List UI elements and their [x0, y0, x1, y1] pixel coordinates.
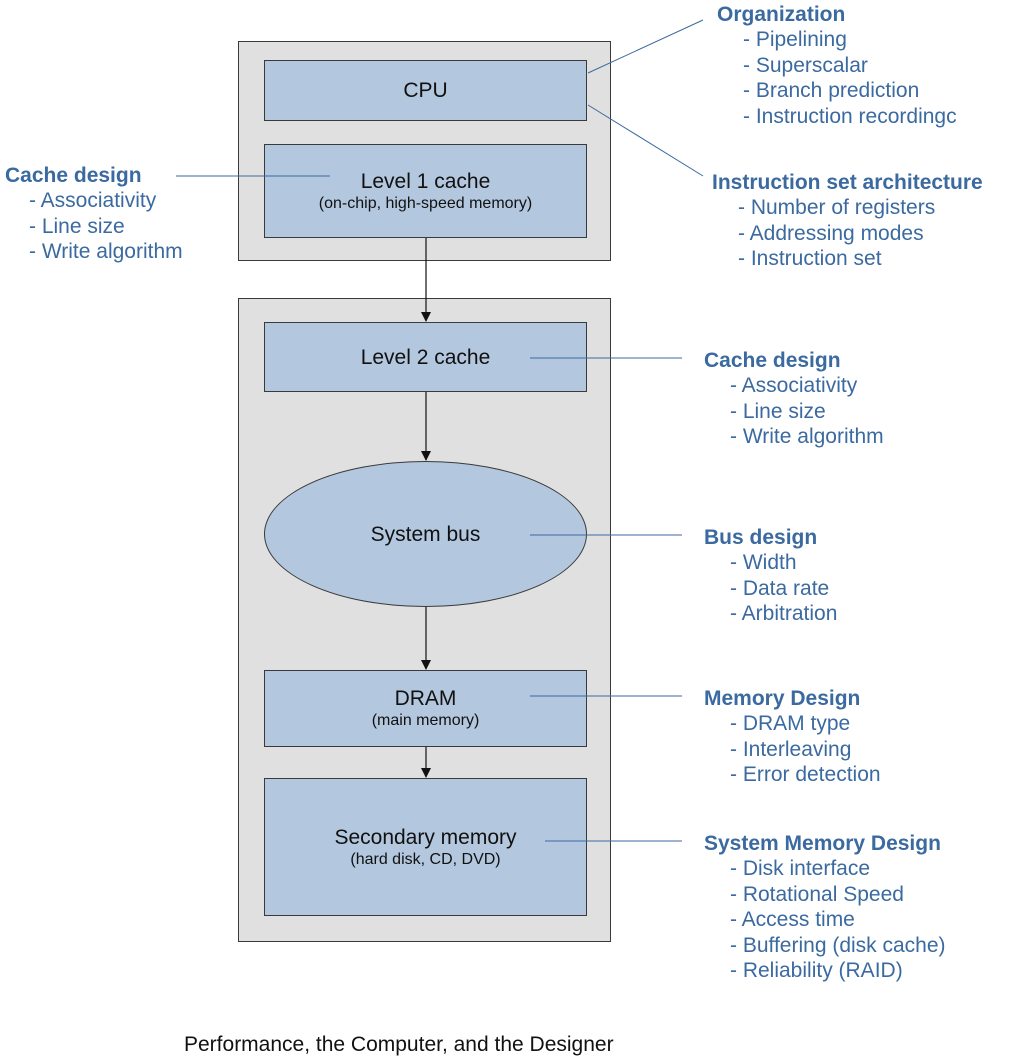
annotation-item: - Interleaving [730, 737, 852, 761]
annotation-memory: Memory Design - DRAM type - Interleaving… [704, 686, 881, 788]
annotation-item: - Disk interface [730, 857, 871, 880]
annotation-organization: Organization - Pipelining - Superscalar … [717, 2, 957, 129]
secondary-memory-label: Secondary memory [334, 825, 517, 849]
annotation-item: - Branch prediction [743, 79, 920, 102]
annotation-item: - Data rate [730, 576, 830, 600]
annotation-item: - Width [730, 551, 797, 574]
secondary-memory-box: Secondary memory (hard disk, CD, DVD) [264, 778, 587, 916]
annotation-item: - Instruction recordingc [743, 104, 957, 128]
dram-label: DRAM [394, 687, 457, 710]
annotation-title: Cache design [704, 349, 841, 372]
annotation-item: - Line size [730, 399, 826, 423]
annotation-item: - Reliability (RAID) [730, 959, 903, 982]
level1-cache-sublabel: (on-chip, high-speed memory) [318, 194, 533, 212]
annotation-item: - Number of registers [738, 196, 936, 219]
annotation-title: Cache design [5, 164, 142, 187]
annotation-bus: Bus design - Width - Data rate - Arbitra… [704, 525, 837, 627]
annotation-item: - Associativity [29, 189, 157, 212]
annotation-system-memory: System Memory Design - Disk interface - … [704, 831, 946, 984]
annotation-item: - Buffering (disk cache) [730, 933, 946, 957]
secondary-memory-sublabel: (hard disk, CD, DVD) [350, 850, 501, 868]
annotation-title: Organization [717, 3, 846, 26]
annotation-item: - Arbitration [730, 602, 838, 625]
level2-cache-label: Level 2 cache [360, 345, 491, 369]
annotation-item: - Error detection [730, 763, 881, 786]
cpu-box: CPU [264, 60, 587, 121]
level1-cache-label: Level 1 cache [360, 169, 491, 193]
annotation-item: - Write algorithm [29, 240, 183, 263]
level2-cache-box: Level 2 cache [264, 322, 587, 392]
annotation-title: Bus design [704, 526, 818, 549]
dram-box: DRAM (main memory) [264, 670, 587, 747]
annotation-item: - Rotational Speed [730, 882, 904, 906]
annotation-item: - Addressing modes [738, 221, 924, 245]
annotation-item: - DRAM type [730, 712, 851, 735]
annotation-item: - Pipelining [743, 28, 847, 51]
annotation-title: Memory Design [704, 687, 861, 710]
cpu-label: CPU [403, 79, 448, 102]
annotation-item: - Superscalar [743, 53, 868, 77]
annotation-item: - Associativity [730, 374, 858, 397]
annotation-item: - Access time [730, 908, 855, 931]
annotation-title: System Memory Design [704, 832, 941, 855]
annotation-item: - Line size [29, 214, 125, 238]
annotation-isa: Instruction set architecture - Number of… [712, 170, 983, 272]
level1-cache-box: Level 1 cache (on-chip, high-speed memor… [264, 144, 587, 238]
annotation-item: - Write algorithm [730, 425, 884, 448]
annotation-cache-left: Cache design - Associativity - Line size… [5, 163, 183, 265]
dram-sublabel: (main memory) [371, 712, 480, 729]
annotation-title: Instruction set architecture [712, 171, 983, 194]
figure-caption: Performance, the Computer, and the Desig… [184, 1033, 614, 1056]
system-bus-label: System bus [370, 522, 481, 546]
system-bus-ellipse: System bus [264, 461, 587, 607]
annotation-cache-right: Cache design - Associativity - Line size… [704, 348, 884, 450]
annotation-item: - Instruction set [738, 247, 882, 270]
